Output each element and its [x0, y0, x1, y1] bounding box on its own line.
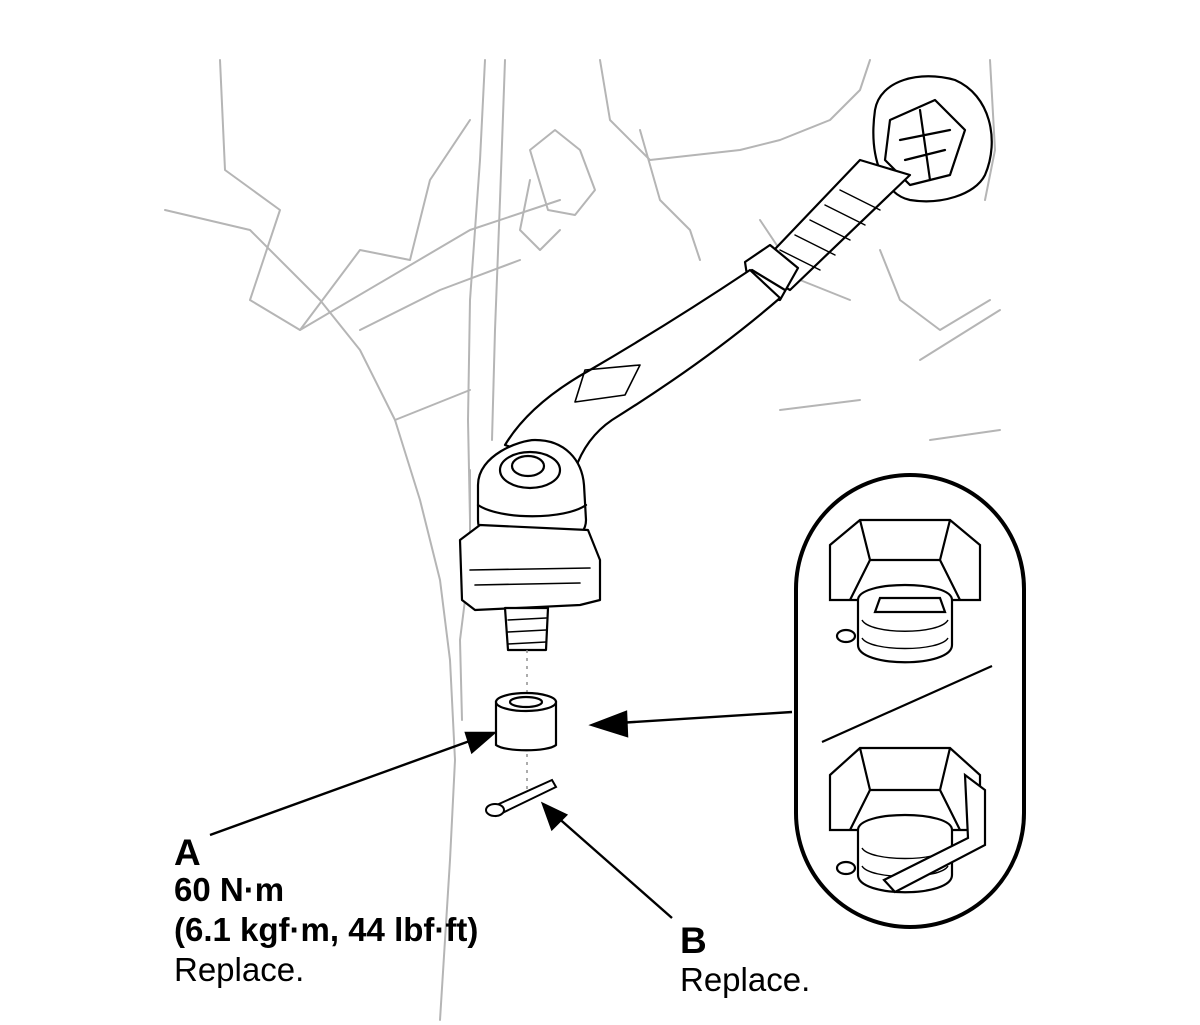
- leader-b: [554, 814, 673, 919]
- detail-divider: [821, 664, 993, 744]
- leader-lines: [209, 710, 793, 919]
- background-sketch: [164, 59, 1001, 1021]
- callout-a-letter: A: [174, 832, 201, 873]
- leader-b-arrow: [540, 801, 569, 832]
- leader-a-arrow: [464, 731, 498, 755]
- tie-rod: [458, 75, 993, 652]
- callout-a-torque: 60 N·m: [174, 871, 285, 908]
- cotter-pin: [485, 778, 558, 818]
- detail-inset: [794, 473, 1026, 929]
- detail-arrow-line: [617, 710, 793, 725]
- nut-pin-view-2: [828, 746, 987, 894]
- castle-nut: [494, 691, 558, 752]
- callout-b-note: Replace.: [680, 961, 811, 998]
- callout-b-letter: B: [680, 920, 707, 961]
- callout-a-note: Replace.: [174, 951, 305, 988]
- knuckle-arm: [458, 523, 602, 612]
- leader-a: [209, 736, 479, 837]
- detail-arrow-head: [588, 710, 629, 738]
- nut-pin-view-1: [828, 518, 982, 664]
- callout-a-torque-alt: (6.1 kgf·m, 44 lbf·ft): [174, 911, 479, 948]
